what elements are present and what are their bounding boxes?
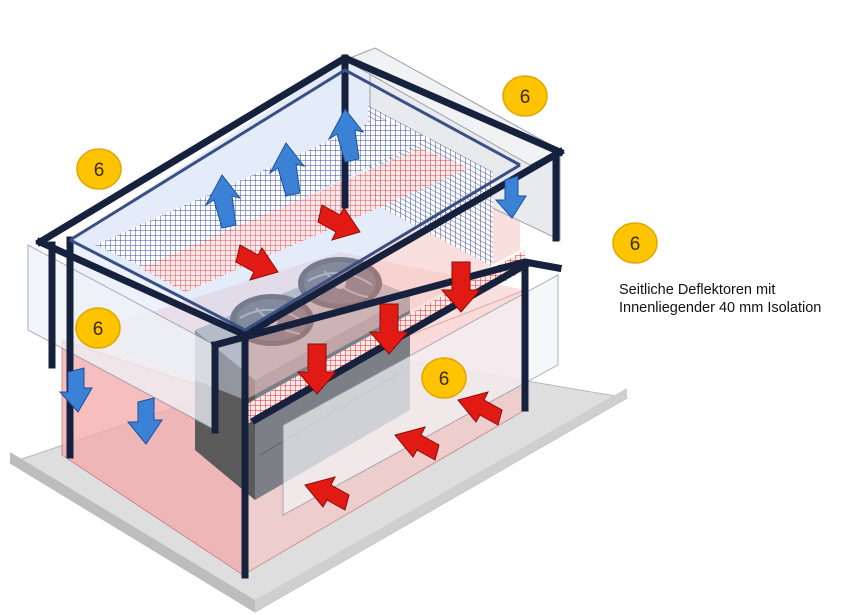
- caption-line-1: Seitliche Deflektoren mit: [619, 282, 776, 298]
- frame-inner: [69, 68, 521, 332]
- badge-left: 6: [75, 307, 121, 349]
- warm-air-arrows: [235, 204, 503, 511]
- badge-label: 6: [94, 160, 105, 181]
- side-deflector-front: [282, 274, 559, 516]
- badge-label: 6: [630, 234, 641, 255]
- badge-right: 6: [612, 222, 658, 264]
- frame: [35, 54, 565, 579]
- caption-line-2: Innenliegender 40 mm Isolation: [619, 300, 822, 316]
- inner-mesh-strip: [140, 148, 470, 292]
- badge-label: 6: [520, 87, 531, 108]
- badge-label: 6: [93, 319, 104, 340]
- badge-top-left: 6: [76, 148, 122, 190]
- deflector-caption: Seitliche Deflektoren mit Innenliegender…: [619, 281, 851, 317]
- cool-air-arrows: [58, 108, 527, 445]
- badge-front: 6: [421, 357, 467, 399]
- badge-top-right: 6: [502, 75, 548, 117]
- badge-label: 6: [439, 369, 450, 390]
